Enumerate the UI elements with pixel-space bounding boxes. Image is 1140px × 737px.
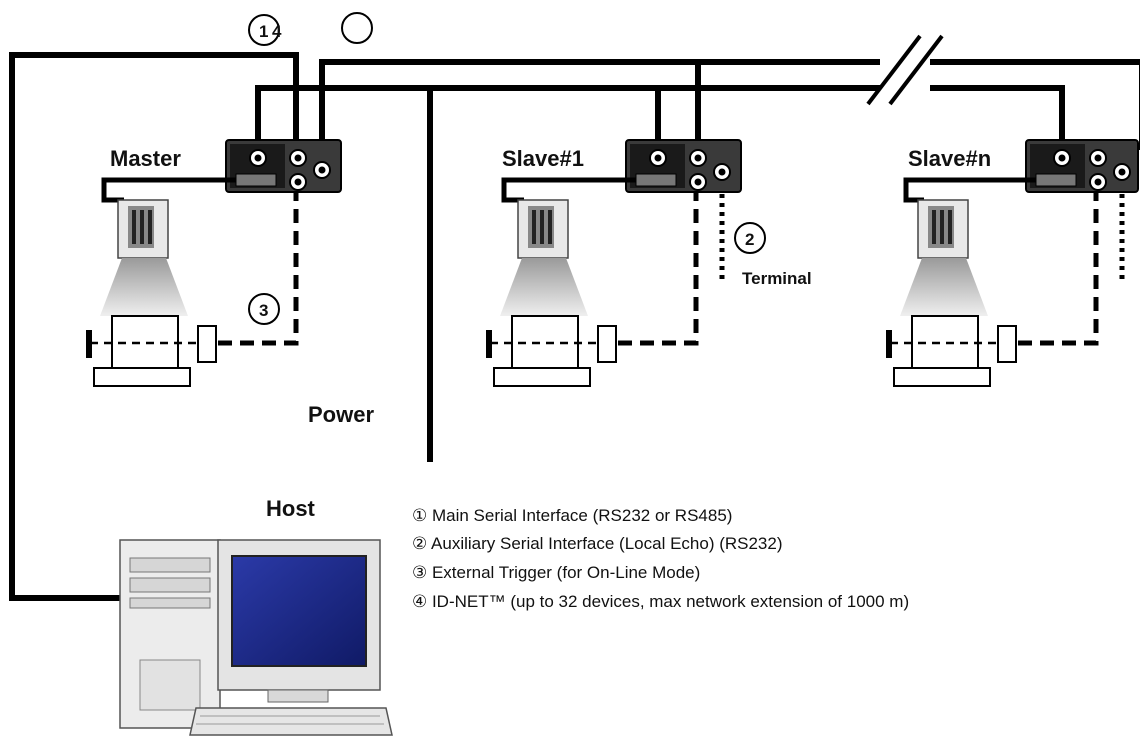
svg-text:2: 2: [745, 230, 754, 249]
legend-item-idnet: ④ ID-NET™ (up to 32 devices, max network…: [412, 592, 909, 611]
host-computer: Host: [119, 496, 393, 736]
host-screen: [231, 555, 367, 667]
callout-1-4: 1 4: [248, 14, 282, 46]
master-scan-beam: [100, 258, 188, 316]
master-node: Master: [86, 139, 342, 387]
power-label: Power: [308, 402, 374, 427]
master-conveyor: [93, 367, 191, 387]
slaven-scan-beam: [900, 258, 988, 316]
slaven-conveyor: [893, 367, 991, 387]
slave1-photocell: [597, 325, 617, 363]
master-label: Master: [110, 146, 181, 171]
legend: ① Main Serial Interface (RS232 or RS485)…: [412, 506, 909, 611]
bus-break-mark: [866, 34, 944, 106]
host-keyboard: [189, 707, 393, 736]
slave1-scan-beam: [500, 258, 588, 316]
terminal-label: Terminal: [742, 269, 812, 288]
callout-3: 3: [248, 293, 280, 325]
slave1-label: Slave#1: [502, 146, 584, 171]
slave1-conveyor: [493, 367, 591, 387]
slaven-label: Slave#n: [908, 146, 991, 171]
legend-item-external-trigger: ③ External Trigger (for On-Line Mode): [412, 563, 700, 582]
callout-1-number: 1: [259, 22, 268, 41]
legend-item-aux-serial: ② Auxiliary Serial Interface (Local Echo…: [412, 534, 783, 553]
slave1-node: Slave#1 Terminal: [486, 139, 812, 387]
callout-empty-circle: [341, 12, 373, 44]
svg-text:3: 3: [259, 301, 268, 320]
master-photocell: [197, 325, 217, 363]
slaven-photocell: [997, 325, 1017, 363]
callout-4-number: 4: [272, 22, 282, 41]
network-cables: [9, 52, 1140, 601]
idnet-bus-outer: [319, 59, 1140, 162]
slaven-node: Slave#n: [886, 139, 1139, 387]
legend-item-main-serial: ① Main Serial Interface (RS232 or RS485): [412, 506, 732, 525]
callout-2: 2: [734, 222, 766, 254]
host-label: Host: [266, 496, 316, 521]
